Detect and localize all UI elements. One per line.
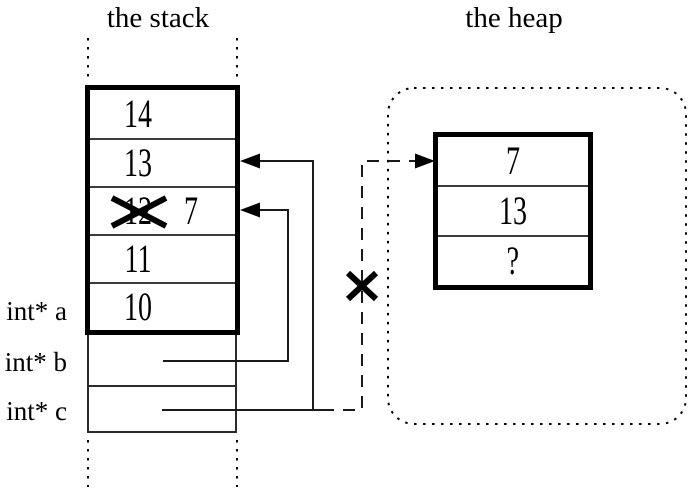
heap-cell-value: 7 [506,138,520,183]
stack-cell-value: 10 [124,284,152,329]
heap-cell-value: ? [506,238,520,283]
pointer-label-b: int* b [4,347,67,377]
pointer-label-c: int* c [6,396,67,426]
stack-cell-value: 14 [124,91,152,136]
stack-cell-overwritten: 12 7 [90,186,235,234]
stack-cell: 10 [90,282,235,330]
heap-cell: 7 [438,137,588,185]
heap-cell-value: 13 [499,188,527,233]
heap-cell: 13 [438,185,588,235]
heap-cell: ? [438,235,588,285]
stack-cell-old-value: 12 [124,188,152,233]
dangling-heap-arrow [322,153,435,411]
stack-title: the stack [106,2,210,34]
arrowhead-right-icon [415,153,435,169]
pointer-label-a: int* a [6,296,67,326]
heap-block-box: 7 13 ? [433,132,593,290]
stack-cell-new-value: 7 [184,188,198,233]
stack-cell-value: 13 [124,140,152,185]
stack-cell: 14 [90,90,235,138]
arrowhead-left-icon [240,202,260,218]
stack-frame-box: 14 13 12 7 11 10 [85,85,240,335]
pointer-cell-c [89,385,235,431]
stack-pointer-cells [87,335,237,433]
broken-pointer-x-icon [345,270,379,302]
arrowhead-left-icon [240,153,260,169]
stack-cell-value: 11 [124,236,152,281]
stack-cell: 13 [90,138,235,186]
stack-cell: 11 [90,234,235,282]
heap-title: the heap [465,2,563,34]
pointer-cell-b [89,335,235,385]
